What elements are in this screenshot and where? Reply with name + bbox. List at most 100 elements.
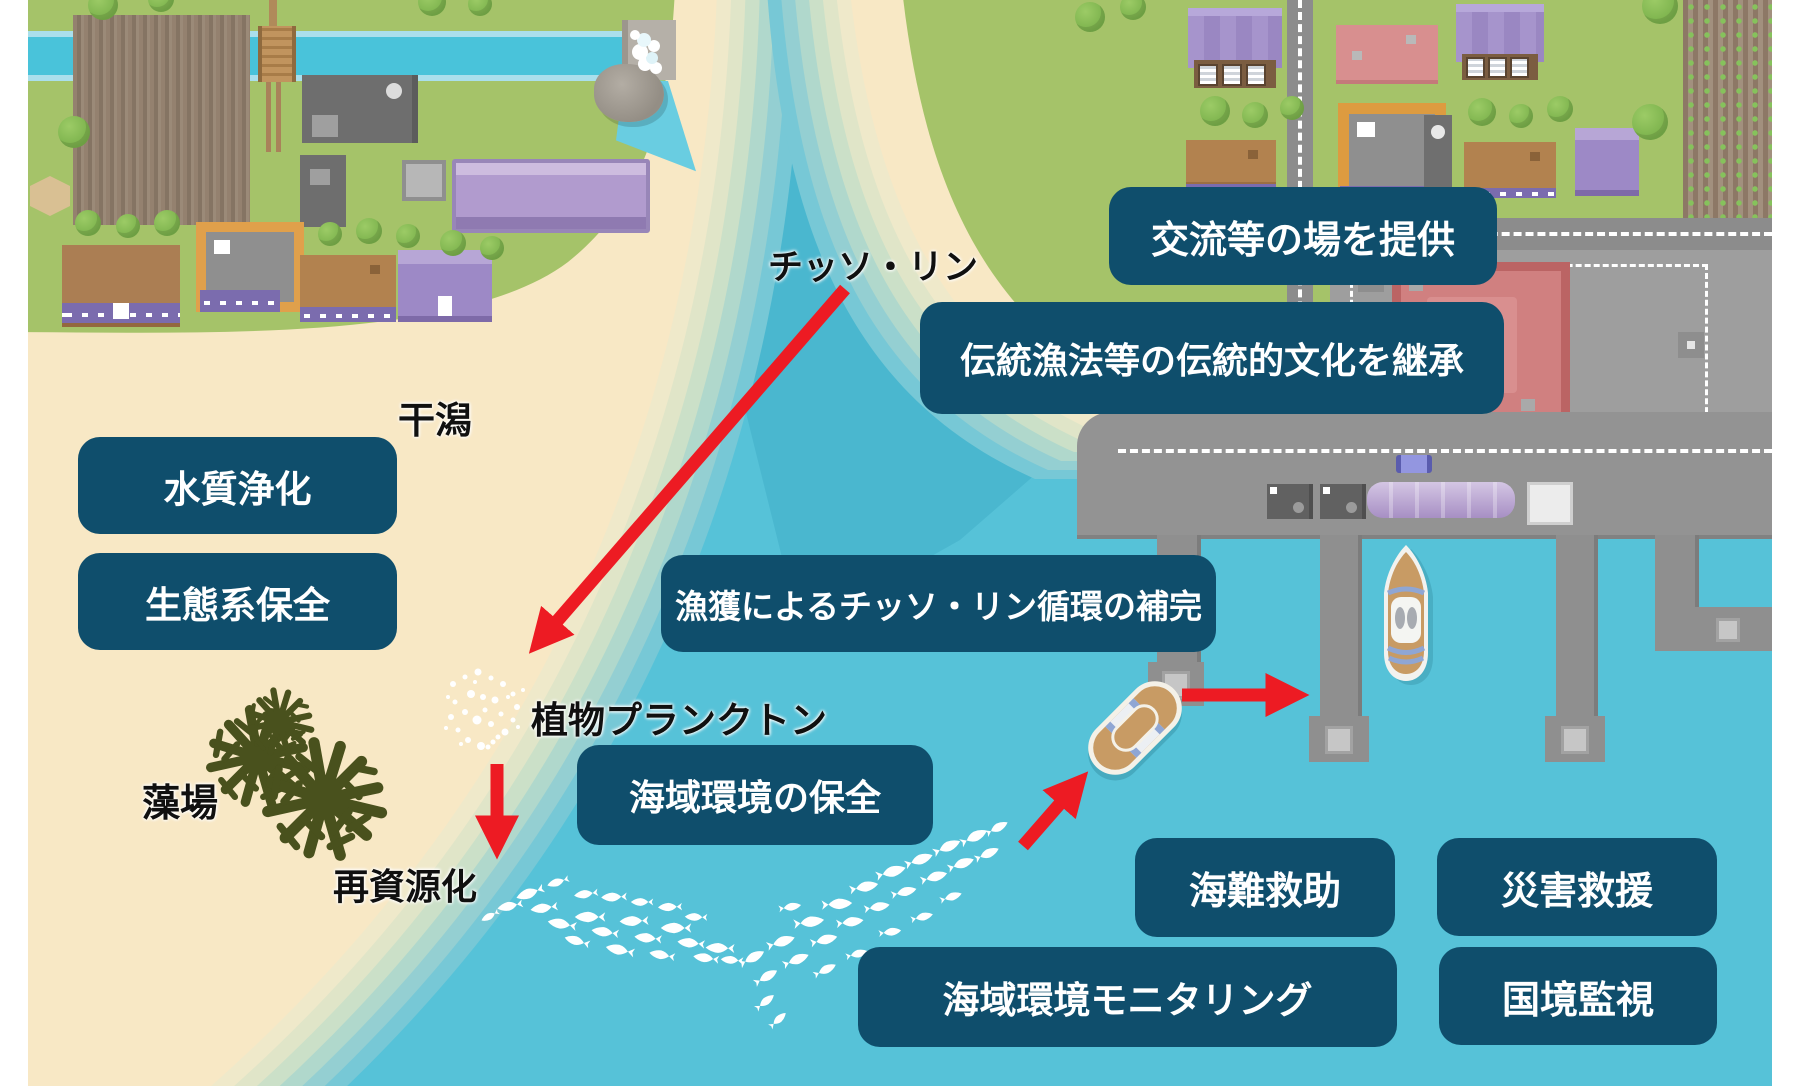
shed-vent: [1270, 487, 1277, 494]
fishing-boat-icon: [1088, 681, 1182, 781]
arrow-nutrients-to-plankton: [528, 284, 850, 654]
tree-icon: [75, 210, 101, 236]
roof-hatch: [1352, 51, 1362, 60]
chimney: [370, 265, 380, 274]
label-recycling: 再資源化: [333, 866, 478, 907]
tree-icon: [396, 224, 420, 248]
industrial-building-1: [302, 75, 418, 143]
house-purple-d: [1575, 128, 1639, 196]
road-center-line: [1287, 232, 1772, 236]
tree-icon: [58, 116, 90, 148]
tree-icon: [1280, 96, 1304, 120]
house-purple-a: [398, 250, 492, 322]
box-marine-rescue: 海難救助: [1135, 838, 1395, 937]
box-marine-environment: 海域環境の保全: [577, 745, 933, 845]
box-disaster-relief: 災害救援: [1437, 838, 1717, 936]
lantern-top: [1687, 341, 1695, 349]
seaweed-bed-icon: [211, 691, 382, 856]
purple-warehouse: [452, 159, 650, 233]
dirt-path-south-1: [266, 82, 271, 152]
label-nutrients: チッソ・リン: [768, 248, 979, 287]
white-building: [1527, 482, 1573, 525]
bollard-pad: [1561, 726, 1589, 754]
tree-icon: [1200, 96, 1230, 126]
warehouse-shed: [1267, 484, 1313, 519]
tree-icon: [1509, 104, 1533, 128]
coastal-map: チッソ・リン 干潟 植物プランクトン 藻場 再資源化 交流等の場を提供 伝統漁法…: [28, 0, 1772, 1086]
tree-icon: [356, 218, 382, 244]
plaza-east-extension: [1718, 250, 1772, 418]
box-border-surveillance: 国境監視: [1439, 947, 1717, 1045]
house-pink: [1336, 25, 1438, 84]
label-tidal-flat: 干潟: [398, 400, 472, 441]
tree-icon: [468, 0, 492, 16]
house-purple-b-roof: [1188, 8, 1282, 68]
quonset-ribs: [1367, 482, 1515, 518]
tree-icon: [1120, 0, 1146, 20]
label-phytoplankton: 植物プランクトン: [531, 700, 827, 741]
roof-hatch: [1521, 399, 1535, 411]
roof-hatch: [1406, 35, 1416, 44]
wooden-bridge: [258, 26, 296, 82]
concrete-pad: [402, 160, 446, 201]
arrow-fish-to-boat: [1018, 771, 1089, 851]
stone-lantern: [1678, 332, 1704, 358]
house-door: [113, 303, 129, 319]
roof-vent: [386, 83, 402, 99]
quay-road-line: [1118, 449, 1772, 453]
dirt-path-south-2: [276, 82, 281, 152]
box-exchange-place: 交流等の場を提供: [1109, 187, 1497, 285]
tree-icon: [318, 222, 342, 246]
tree-icon: [1242, 102, 1268, 128]
roof-hatch: [1357, 122, 1375, 137]
pier-2: [1320, 535, 1362, 725]
tree-icon: [154, 210, 180, 236]
tree-icon: [88, 0, 118, 20]
illustration-layer: [28, 284, 1433, 1030]
plowed-field: [73, 15, 250, 225]
label-seaweed-bed: 藻場: [142, 783, 219, 825]
tree-icon: [1547, 96, 1573, 122]
tree-icon: [116, 214, 140, 238]
bollard-pad: [1716, 618, 1740, 642]
warehouse-shed: [1320, 484, 1366, 519]
box-traditional-culture: 伝統漁法等の伝統的文化を継承: [920, 302, 1504, 414]
roof-hatch: [310, 169, 330, 185]
box-marine-monitoring: 海域環境モニタリング: [858, 947, 1397, 1047]
pier-4-pad: [1704, 610, 1750, 650]
house-brown-a: [62, 245, 180, 327]
shoji-window: [1466, 57, 1485, 78]
rock: [594, 64, 664, 122]
truck-icon: [1396, 455, 1432, 473]
tree-icon: [148, 0, 174, 12]
house-orange-veranda: [200, 290, 280, 312]
roof-hatch: [312, 115, 338, 137]
house-brown-b: [300, 255, 396, 309]
bollard-pad: [1325, 726, 1353, 754]
box-ecosystem-conservation: 生態系保全: [78, 553, 397, 650]
box-fishing-cycle: 漁獲によるチッソ・リン循環の補完: [661, 555, 1216, 652]
tree-icon: [480, 236, 504, 260]
house-brown-c: [1186, 140, 1276, 186]
shoji-window: [1510, 57, 1529, 78]
house-brown-d: [1464, 142, 1556, 188]
tree-icon: [1075, 2, 1105, 32]
house-brown-b-veranda: [300, 307, 396, 322]
rapids-foam: [630, 30, 640, 40]
pier-3: [1556, 535, 1598, 725]
house-purple-c-wall: [1462, 54, 1538, 80]
tree-icon: [418, 0, 446, 16]
crop-field: [1683, 0, 1772, 238]
shed-dome: [1346, 502, 1357, 513]
flow-arrows: [474, 284, 1310, 860]
tree-icon: [440, 230, 466, 256]
industrial-building-2: [300, 155, 346, 227]
pier-3-pad: [1545, 716, 1605, 762]
phytoplankton-icon: [444, 668, 525, 750]
chimney: [1530, 152, 1540, 161]
box-water-purification: 水質浄化: [78, 437, 397, 534]
shed-dome: [1293, 502, 1304, 513]
house-door: [438, 296, 452, 316]
docked-boat-icon: [1384, 545, 1433, 685]
house-purple-c-roof: [1456, 4, 1544, 62]
